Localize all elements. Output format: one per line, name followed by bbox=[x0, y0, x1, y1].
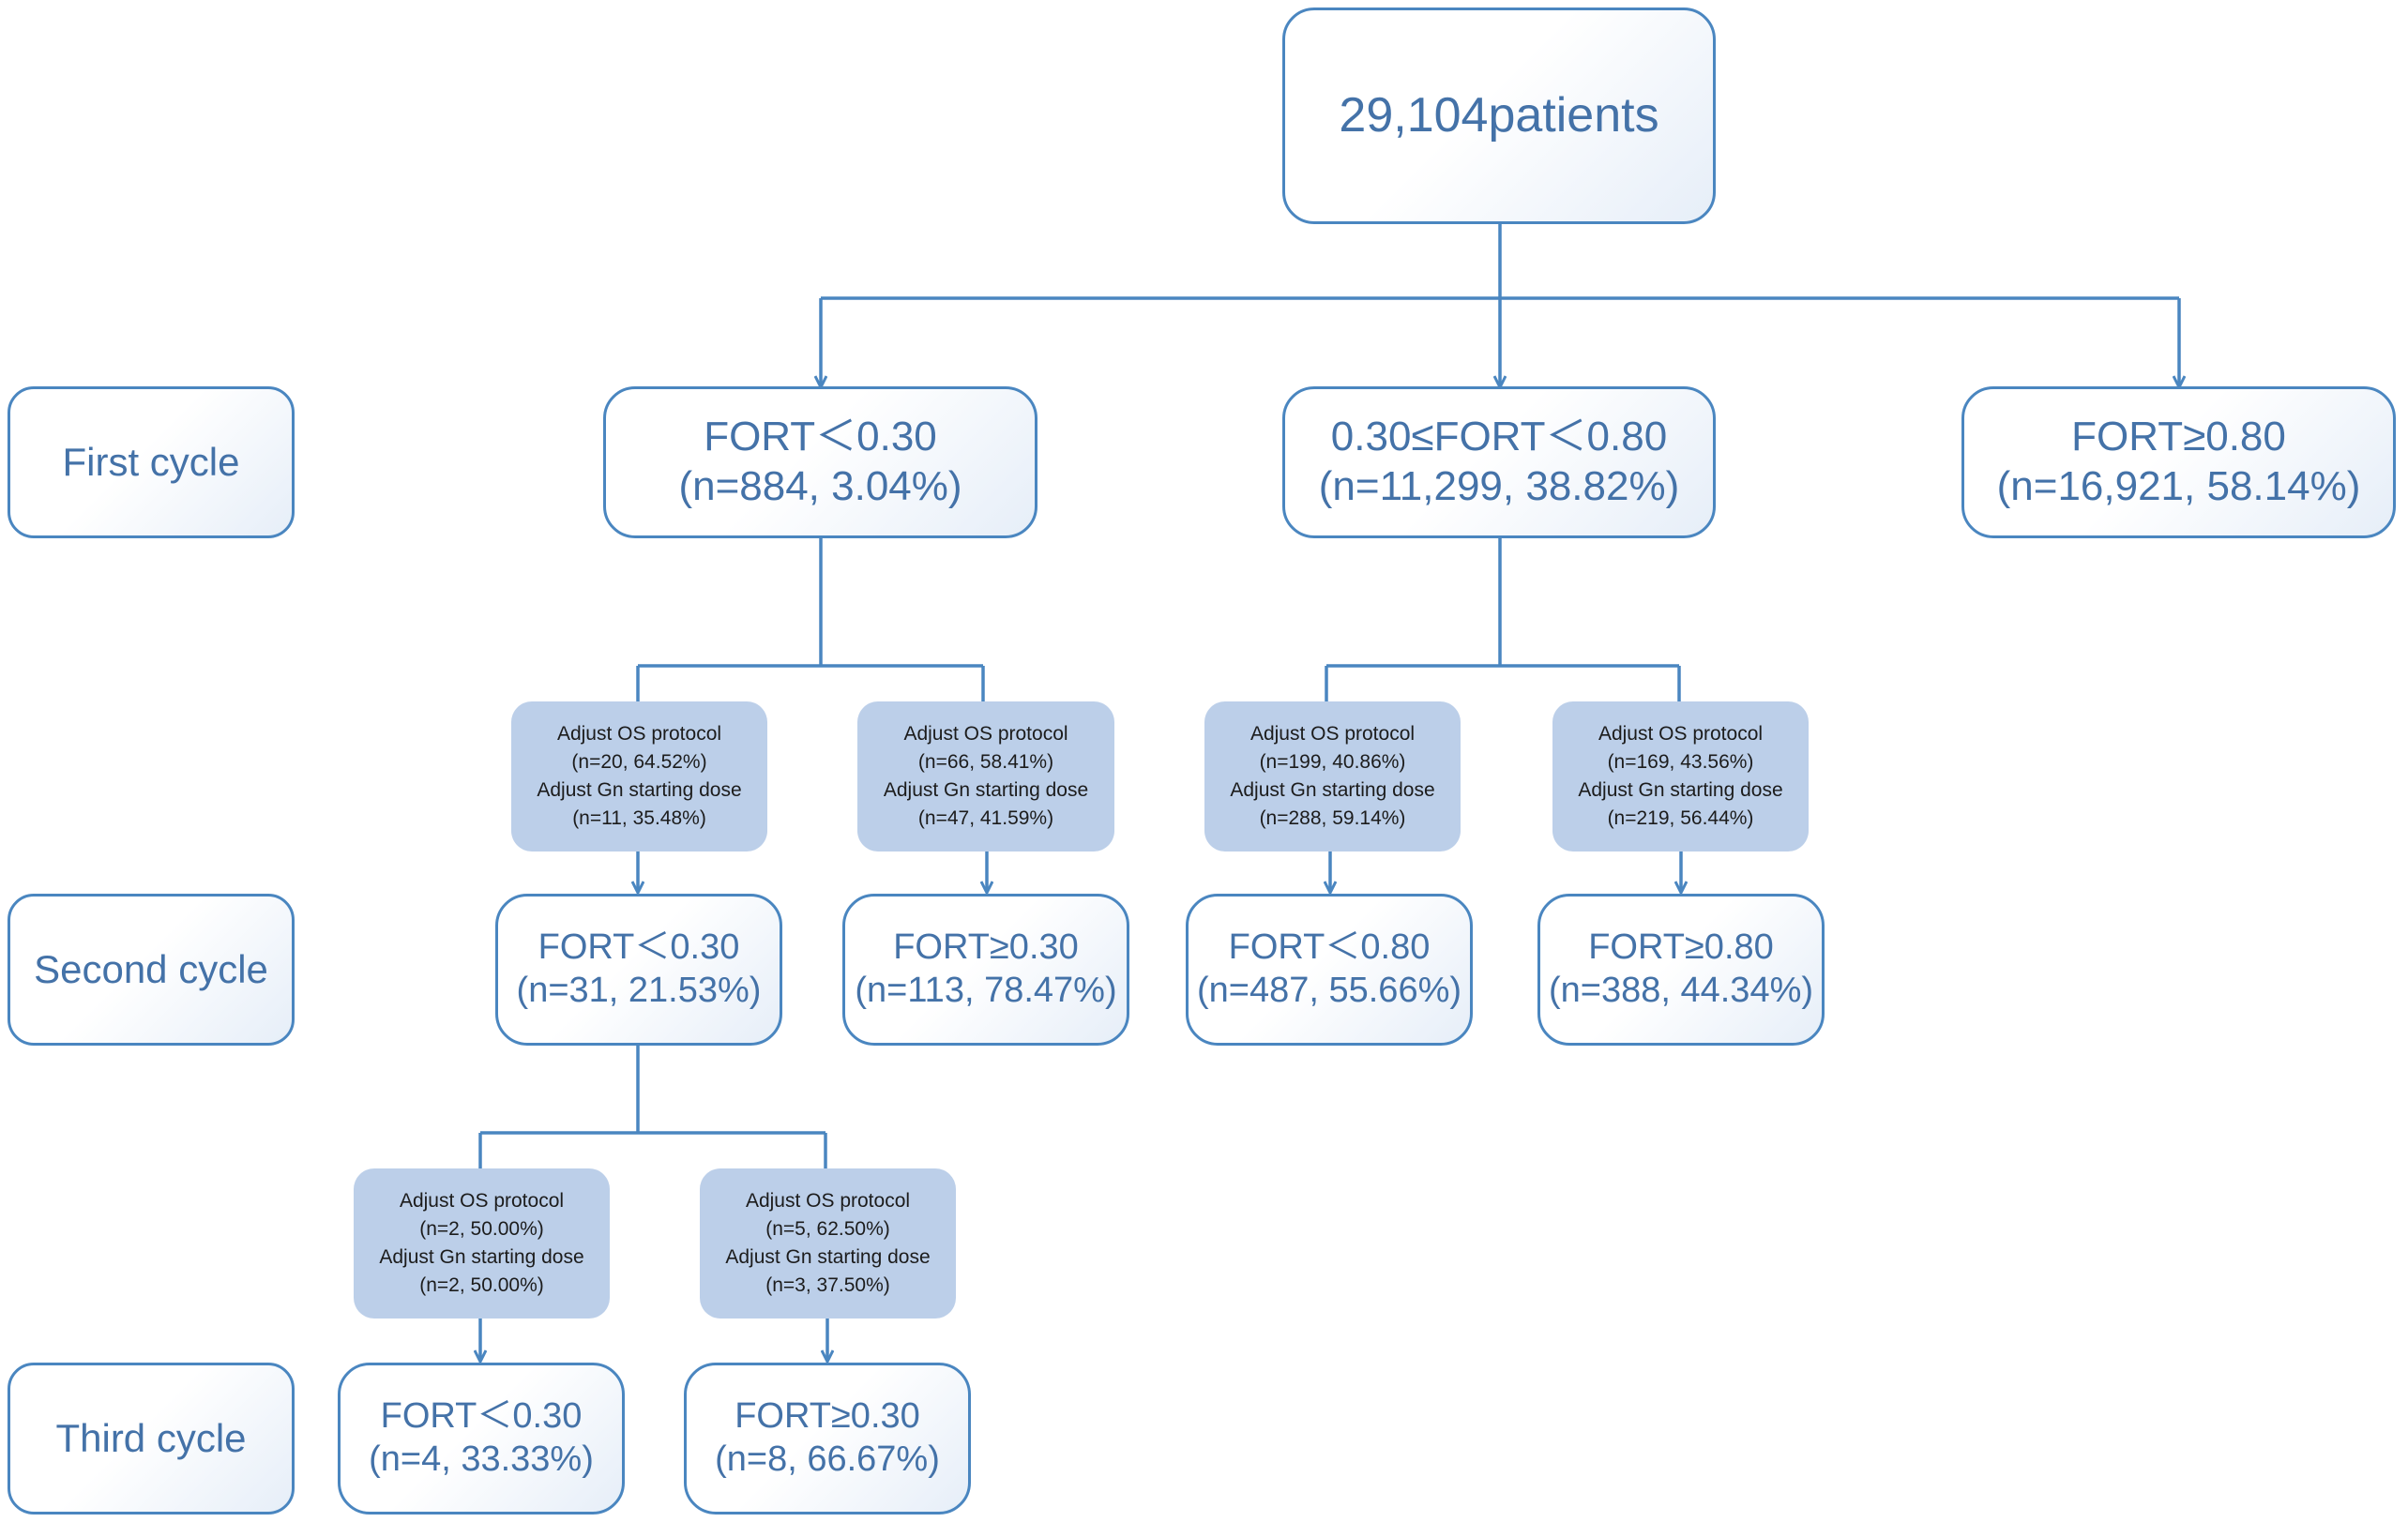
second-cycle-adjust-1: Adjust OS protocol (n=20, 64.52%) Adjust… bbox=[511, 701, 767, 851]
node-label: FORT≥0.80 bbox=[2071, 414, 2286, 460]
node-count: (n=884, 3.04%) bbox=[678, 463, 962, 509]
second-cycle-adjust-2: Adjust OS protocol (n=66, 58.41%) Adjust… bbox=[857, 701, 1114, 851]
second-cycle-outcome-4: FORT≥0.80 (n=388, 44.34%) bbox=[1537, 894, 1825, 1046]
node-label: 0.30≤FORT＜0.80 bbox=[1330, 414, 1668, 460]
first-cycle-fort-low: FORT＜0.30 (n=884, 3.04%) bbox=[603, 386, 1037, 538]
third-cycle-adjust-2: Adjust OS protocol (n=5, 62.50%) Adjust … bbox=[700, 1168, 956, 1319]
node-count: (n=16,921, 58.14%) bbox=[1996, 463, 2361, 509]
second-cycle-adjust-3: Adjust OS protocol (n=199, 40.86%) Adjus… bbox=[1204, 701, 1461, 851]
root-node: 29,104patients bbox=[1282, 8, 1716, 224]
first-cycle-fort-mid: 0.30≤FORT＜0.80 (n=11,299, 38.82%) bbox=[1282, 386, 1716, 538]
third-cycle-label: Third cycle bbox=[8, 1363, 295, 1514]
second-cycle-label: Second cycle bbox=[8, 894, 295, 1046]
third-cycle-outcome-2: FORT≥0.30 (n=8, 66.67%) bbox=[684, 1363, 971, 1514]
first-cycle-fort-high: FORT≥0.80 (n=16,921, 58.14%) bbox=[1961, 386, 2396, 538]
second-cycle-outcome-2: FORT≥0.30 (n=113, 78.47%) bbox=[842, 894, 1129, 1046]
second-cycle-outcome-3: FORT＜0.80 (n=487, 55.66%) bbox=[1186, 894, 1473, 1046]
first-cycle-label: First cycle bbox=[8, 386, 295, 538]
root-label: 29,104patients bbox=[1339, 88, 1659, 143]
third-cycle-outcome-1: FORT＜0.30 (n=4, 33.33%) bbox=[338, 1363, 625, 1514]
second-cycle-outcome-1: FORT＜0.30 (n=31, 21.53%) bbox=[495, 894, 782, 1046]
node-count: (n=11,299, 38.82%) bbox=[1318, 463, 1680, 509]
second-cycle-adjust-4: Adjust OS protocol (n=169, 43.56%) Adjus… bbox=[1552, 701, 1809, 851]
node-label: FORT＜0.30 bbox=[704, 414, 937, 460]
third-cycle-adjust-1: Adjust OS protocol (n=2, 50.00%) Adjust … bbox=[354, 1168, 610, 1319]
